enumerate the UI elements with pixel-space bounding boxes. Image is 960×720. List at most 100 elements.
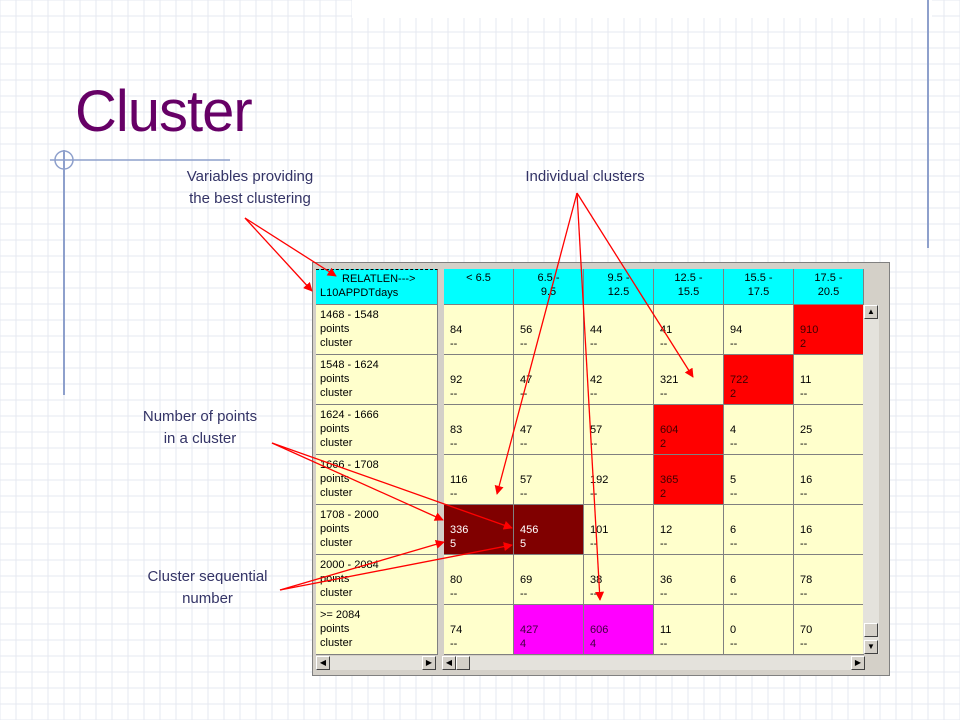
table-cell[interactable]: 78-- — [794, 555, 864, 605]
table-cell[interactable]: 41-- — [654, 305, 724, 355]
triangle-left-icon[interactable]: ◀ — [442, 656, 456, 670]
triangle-left-icon[interactable]: ◀ — [316, 656, 330, 670]
cell-points: 94 — [730, 324, 743, 336]
triangle-right-icon[interactable]: ▶ — [422, 656, 436, 670]
table-cell[interactable]: 57-- — [584, 405, 654, 455]
cell-cluster: -- — [450, 388, 458, 400]
table-cell[interactable]: 11-- — [794, 355, 864, 405]
table-cell[interactable]: 16-- — [794, 505, 864, 555]
triangle-up-icon[interactable]: ▲ — [864, 305, 878, 319]
table-cell[interactable]: 44-- — [584, 305, 654, 355]
table-cell[interactable]: 16-- — [794, 455, 864, 505]
table-cell[interactable]: 0-- — [724, 605, 794, 655]
table-cell[interactable]: 38-- — [584, 555, 654, 605]
table-cell[interactable]: 101-- — [584, 505, 654, 555]
row-label[interactable]: 1666 - 1708 points cluster — [316, 455, 438, 505]
vertical-scrollbar[interactable]: ▲ ▼ — [863, 305, 879, 654]
row-sublabel-points: points — [320, 573, 350, 585]
left-horizontal-scrollbar[interactable]: ◀ ▶ — [316, 656, 436, 670]
cell-cluster: -- — [800, 488, 808, 500]
table-cell[interactable]: 6-- — [724, 505, 794, 555]
row-range: 1708 - 2000 — [320, 509, 379, 521]
table-cell[interactable]: 5 -- — [724, 455, 794, 505]
annotation-line: Variables providing — [186, 168, 314, 185]
table-cell[interactable]: 36-- — [654, 555, 724, 605]
cell-points: 365 — [660, 474, 679, 486]
table-cell[interactable]: 70-- — [794, 605, 864, 655]
cell-points: 5 — [730, 474, 737, 486]
cell-cluster: 5 — [520, 538, 527, 550]
row-sublabel-points: points — [320, 623, 350, 635]
table-cell[interactable]: 83-- — [444, 405, 514, 455]
row-range: 1666 - 1708 — [320, 459, 379, 471]
table-cell[interactable]: 42-- — [584, 355, 654, 405]
cell-points: 12 — [660, 524, 673, 536]
cell-cluster: -- — [520, 588, 528, 600]
table-cell[interactable]: 47-- — [514, 355, 584, 405]
table-cell[interactable]: 84-- — [444, 305, 514, 355]
cell-cluster: -- — [660, 538, 668, 550]
table-cell[interactable]: 94-- — [724, 305, 794, 355]
table-cell[interactable]: 25-- — [794, 405, 864, 455]
table-cell[interactable]: 57-- — [514, 455, 584, 505]
scroll-thumb[interactable] — [456, 656, 470, 670]
cell-cluster: -- — [800, 388, 808, 400]
cell-points: 80 — [450, 574, 463, 586]
column-header[interactable]: < 6.5 — [444, 269, 514, 305]
triangle-right-icon[interactable]: ▶ — [851, 656, 865, 670]
column-header[interactable]: 9.5 -12.5 — [584, 269, 654, 305]
cell-cluster: 2 — [660, 438, 667, 450]
table-cell[interactable]: 56-- — [514, 305, 584, 355]
table-cell[interactable]: 80-- — [444, 555, 514, 605]
row-sublabel-cluster: cluster — [320, 387, 353, 399]
cell-cluster: -- — [450, 488, 458, 500]
column-header[interactable]: 12.5 -15.5 — [654, 269, 724, 305]
table-cell[interactable]: 11-- — [654, 605, 724, 655]
column-header[interactable]: 15.5 -17.5 — [724, 269, 794, 305]
table-cell[interactable]: 192-- — [584, 455, 654, 505]
annotation-line: Individual clusters — [525, 168, 645, 185]
cell-cluster: -- — [450, 638, 458, 650]
column-header[interactable]: 6.5 -9.5 — [514, 269, 584, 305]
cell-cluster: 5 — [450, 538, 457, 550]
table-cell[interactable]: 4-- — [724, 405, 794, 455]
table-cell[interactable]: 321-- — [654, 355, 724, 405]
column-header[interactable]: 17.5 -20.5 — [794, 269, 864, 305]
cell-cluster: -- — [730, 488, 738, 500]
cell-points: 427 — [520, 624, 539, 636]
table-cell[interactable]: 69-- — [514, 555, 584, 605]
cell-cluster: -- — [660, 588, 668, 600]
cell-points: 78 — [800, 574, 813, 586]
table-cell[interactable]: 47-- — [514, 405, 584, 455]
table-cell[interactable]: 116-- — [444, 455, 514, 505]
row-sublabel-points: points — [320, 323, 350, 335]
cell-cluster: -- — [590, 438, 598, 450]
triangle-down-icon[interactable]: ▼ — [864, 640, 878, 654]
row-sublabel-cluster: cluster — [320, 487, 353, 499]
table-cell[interactable]: 6-- — [724, 555, 794, 605]
main-horizontal-scrollbar[interactable]: ◀ ▶ — [442, 656, 865, 670]
scroll-thumb[interactable] — [864, 623, 878, 637]
annotation-line: number — [182, 590, 233, 607]
table-cell[interactable]: 12 -- — [654, 505, 724, 555]
table-cell[interactable]: 92-- — [444, 355, 514, 405]
cell-cluster: -- — [730, 638, 738, 650]
cell-cluster: -- — [800, 638, 808, 650]
row-sublabel-points: points — [320, 473, 350, 485]
row-sublabel-points: points — [320, 423, 350, 435]
table-cell[interactable]: 74-- — [444, 605, 514, 655]
